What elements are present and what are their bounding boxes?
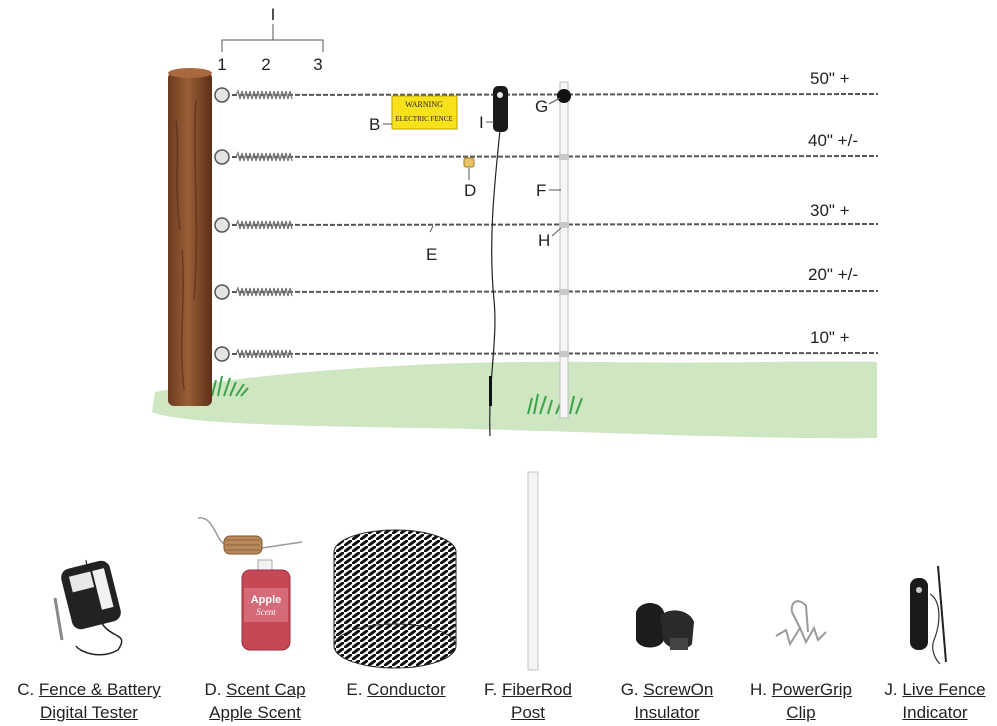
screwon-insulator-on-post <box>557 89 571 103</box>
fence-wire-3 <box>231 223 879 226</box>
height-label-4: 20" +/- <box>808 265 858 284</box>
live-fence-indicator-on-wire <box>489 86 508 437</box>
caption-j: J. Live Fence Indicator <box>876 678 994 724</box>
live-fence-indicator-image <box>910 565 947 665</box>
height-label-5: 10" + <box>810 328 850 347</box>
callout-i: I <box>479 113 484 132</box>
caption-g-prefix: G. <box>620 680 639 699</box>
end-insulator-3 <box>214 217 230 233</box>
tension-spring-4 <box>235 286 293 297</box>
end-insulator-2 <box>214 149 230 165</box>
conductor-spool-image <box>333 529 457 669</box>
caption-g-line1[interactable]: ScrewOn <box>643 680 714 699</box>
sign-electric-fence-text: ELECTRIC FENCE <box>395 115 452 123</box>
sign-warning-text: WARNING <box>405 100 443 109</box>
height-label-1: 50" + <box>810 69 850 88</box>
end-insulator-1 <box>214 87 230 103</box>
caption-e-line1[interactable]: Conductor <box>367 680 446 699</box>
tension-spring-5 <box>235 348 293 359</box>
end-insulator-5 <box>214 346 230 362</box>
post-clip-3 <box>559 222 569 228</box>
group-number-1: 1 <box>217 55 226 74</box>
grass-ground <box>152 361 877 439</box>
callout-f: F <box>536 181 546 200</box>
height-label-2: 40" +/- <box>808 131 858 150</box>
tension-spring-2 <box>235 151 293 162</box>
group-label: I <box>271 5 276 24</box>
height-label-3: 30" + <box>810 201 850 220</box>
fence-wire-1 <box>231 93 879 96</box>
caption-h-prefix: H. <box>749 680 767 699</box>
powergrip-clip-image <box>775 600 827 647</box>
caption-h-line1[interactable]: PowerGrip <box>771 680 853 699</box>
caption-c-line1[interactable]: Fence & Battery <box>38 680 161 699</box>
warning-sign: WARNING ELECTRIC FENCE <box>391 95 458 130</box>
caption-j-line2[interactable]: Indicator <box>902 703 968 722</box>
caption-d: D. Scent Cap Apple Scent <box>186 678 324 724</box>
callout-leaders <box>221 24 562 237</box>
caption-h: H. PowerGrip Clip <box>742 678 860 724</box>
wooden-corner-post <box>168 68 212 406</box>
grass-tuft-left <box>211 375 249 397</box>
post-clip-2 <box>559 154 569 160</box>
caption-d-line2[interactable]: Apple Scent <box>209 703 301 722</box>
fence-wire-4 <box>231 290 879 293</box>
post-clip-4 <box>559 289 569 295</box>
caption-j-prefix: J. <box>884 680 898 699</box>
caption-f-prefix: F. <box>484 680 498 699</box>
caption-f-line2[interactable]: Post <box>510 703 546 722</box>
screwon-insulator-image <box>636 603 694 650</box>
tension-spring-1 <box>235 89 293 100</box>
caption-f-line1[interactable]: FiberRod <box>502 680 572 699</box>
caption-c-line2[interactable]: Digital Tester <box>40 703 138 722</box>
callout-h: H <box>538 231 550 250</box>
caption-c: C. Fence & Battery Digital Tester <box>6 678 172 724</box>
tension-spring-3 <box>235 219 293 230</box>
caption-f: F. FiberRod Post <box>473 678 583 724</box>
callout-e: E <box>426 245 437 264</box>
caption-g: G. ScrewOn Insulator <box>608 678 726 724</box>
callout-d: D <box>464 181 476 200</box>
caption-d-prefix: D. <box>204 680 222 699</box>
caption-e: E. Conductor <box>335 678 457 701</box>
bottle-scent-text: Scent <box>256 607 276 617</box>
group-number-3: 3 <box>313 55 322 74</box>
digital-tester-image <box>53 559 123 656</box>
wire-strands <box>214 87 879 362</box>
post-clip-5 <box>559 351 569 357</box>
fiberrod-post <box>559 81 569 419</box>
callout-g: G <box>535 97 548 116</box>
caption-d-line1[interactable]: Scent Cap <box>226 680 306 699</box>
group-number-2: 2 <box>261 55 270 74</box>
fence-wire-2 <box>231 155 879 158</box>
fence-wire-5 <box>231 352 879 355</box>
bottle-apple-text: Apple <box>251 594 282 606</box>
caption-j-line1[interactable]: Live Fence <box>902 680 986 699</box>
caption-c-prefix: C. <box>17 680 35 699</box>
caption-e-prefix: E. <box>346 680 363 699</box>
caption-h-line2[interactable]: Clip <box>786 703 816 722</box>
end-insulator-4 <box>214 284 230 300</box>
scent-cap-on-wire <box>463 157 475 168</box>
fiberrod-post-image <box>527 471 539 671</box>
scent-cap-apple-scent-image: Apple Scent <box>197 517 303 651</box>
caption-g-line2[interactable]: Insulator <box>634 703 700 722</box>
callout-b: B <box>369 115 380 134</box>
